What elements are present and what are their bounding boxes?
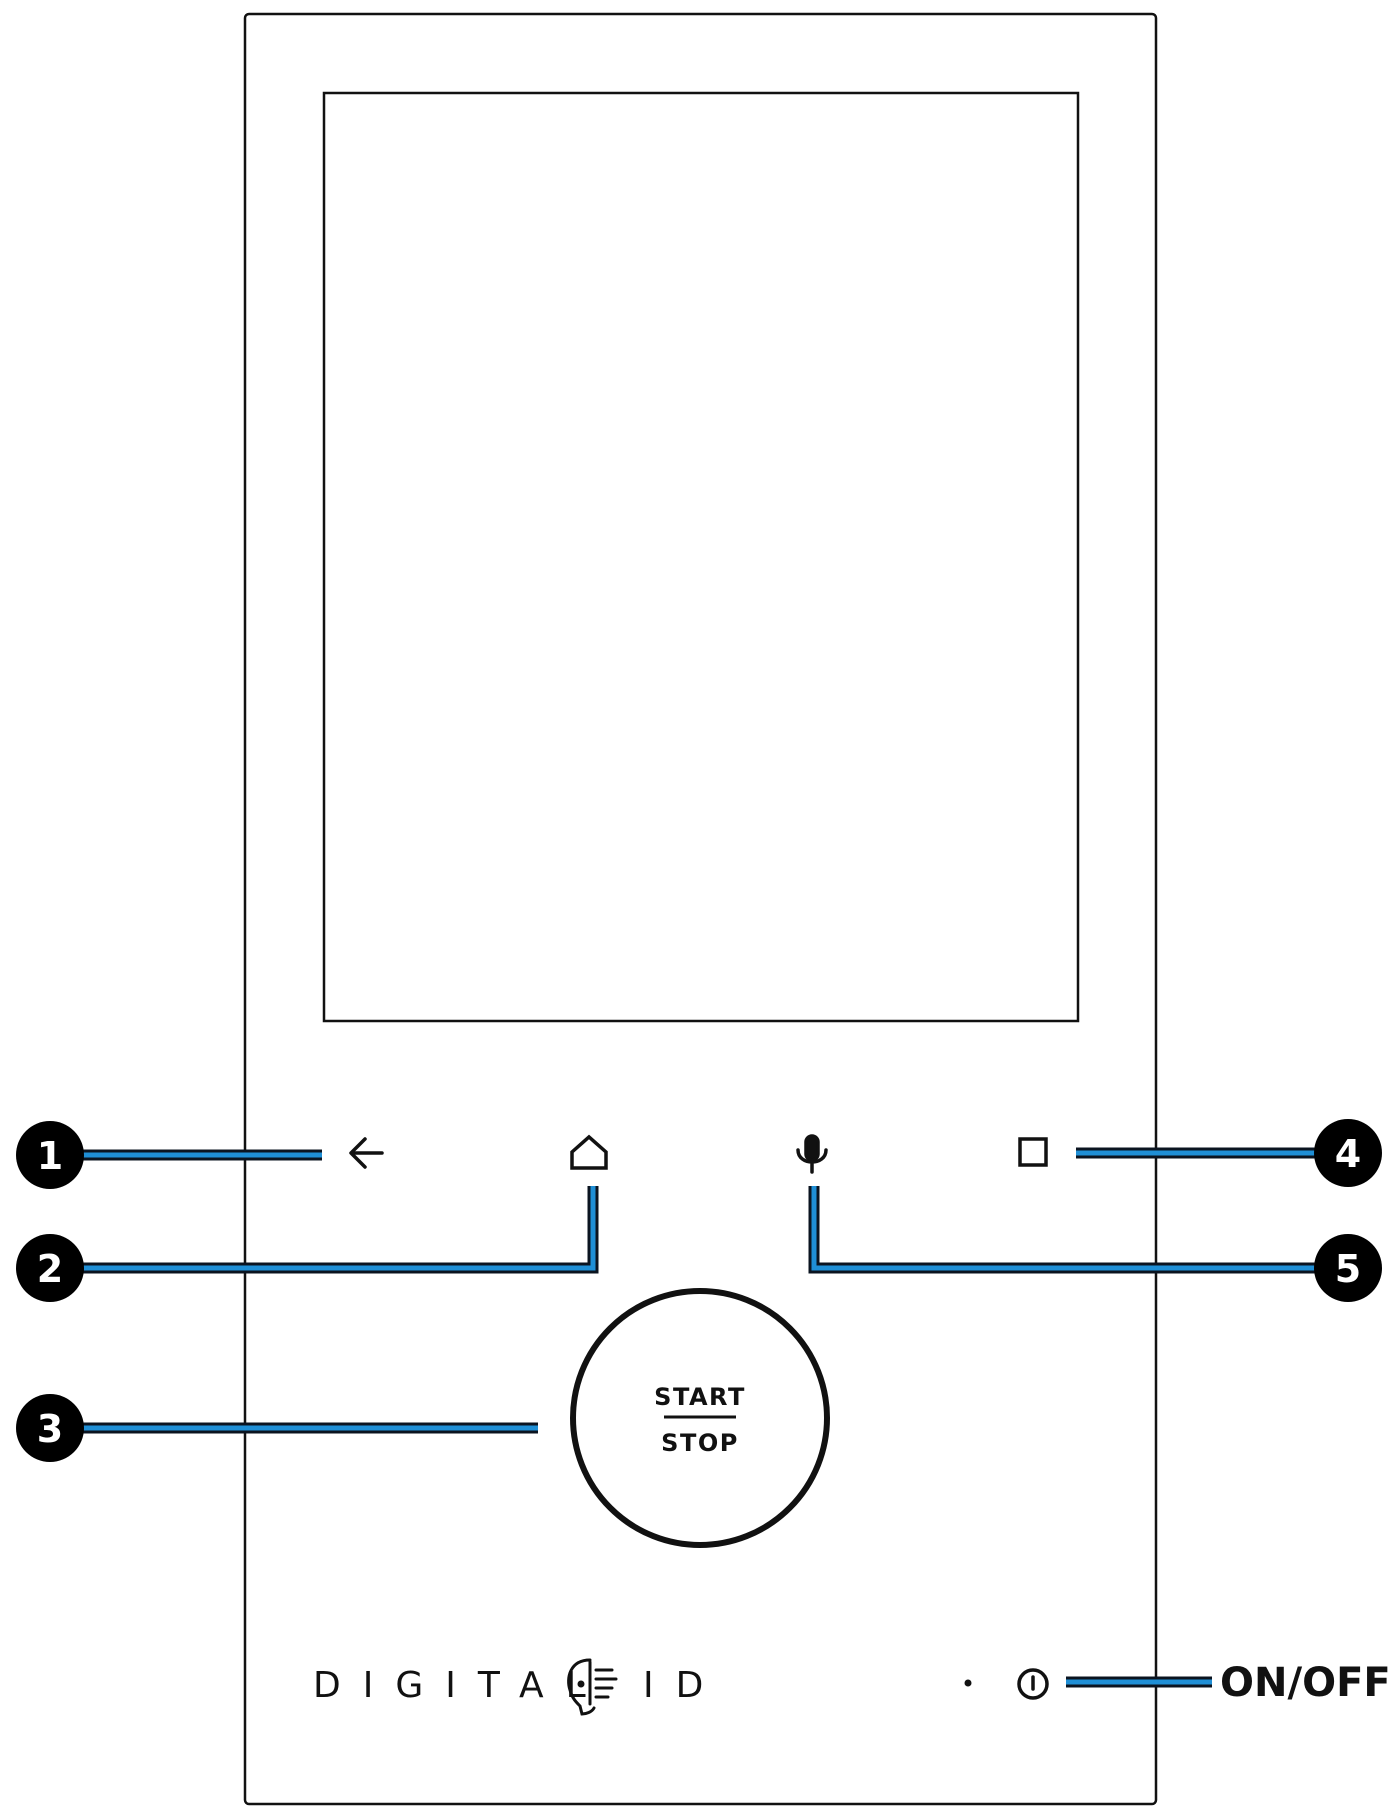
square-icon[interactable] (1018, 1137, 1048, 1167)
callout-number: 5 (1335, 1247, 1361, 1291)
callout-number: 3 (37, 1407, 63, 1451)
power-icon[interactable] (1017, 1668, 1049, 1700)
status-dot (964, 1679, 972, 1687)
face-logo-icon (567, 1658, 618, 1716)
callout-number: 1 (37, 1134, 63, 1178)
back-arrow-icon[interactable] (349, 1137, 384, 1169)
callout-1: 1 (16, 1121, 84, 1189)
leader-lines (50, 1147, 1348, 1688)
start-stop-button[interactable]: START STOP (570, 1288, 830, 1548)
callout-number: 4 (1335, 1132, 1361, 1176)
microphone-icon[interactable] (796, 1134, 828, 1174)
callout-number: 2 (37, 1247, 63, 1291)
start-label: START (654, 1383, 746, 1411)
brand-text-left: DIGITAL (313, 1665, 608, 1706)
brand-text-right: ID (643, 1665, 725, 1706)
callout-3: 3 (16, 1394, 84, 1462)
callout-2: 2 (16, 1234, 84, 1302)
home-icon[interactable] (570, 1134, 608, 1170)
callout-4: 4 (1314, 1119, 1382, 1187)
callout-5: 5 (1314, 1234, 1382, 1302)
stop-label: STOP (661, 1429, 739, 1457)
device-screen (322, 91, 1080, 1023)
brand-logo: DIGITAL ID (313, 1658, 725, 1716)
power-label: ON/OFF (1220, 1660, 1391, 1706)
